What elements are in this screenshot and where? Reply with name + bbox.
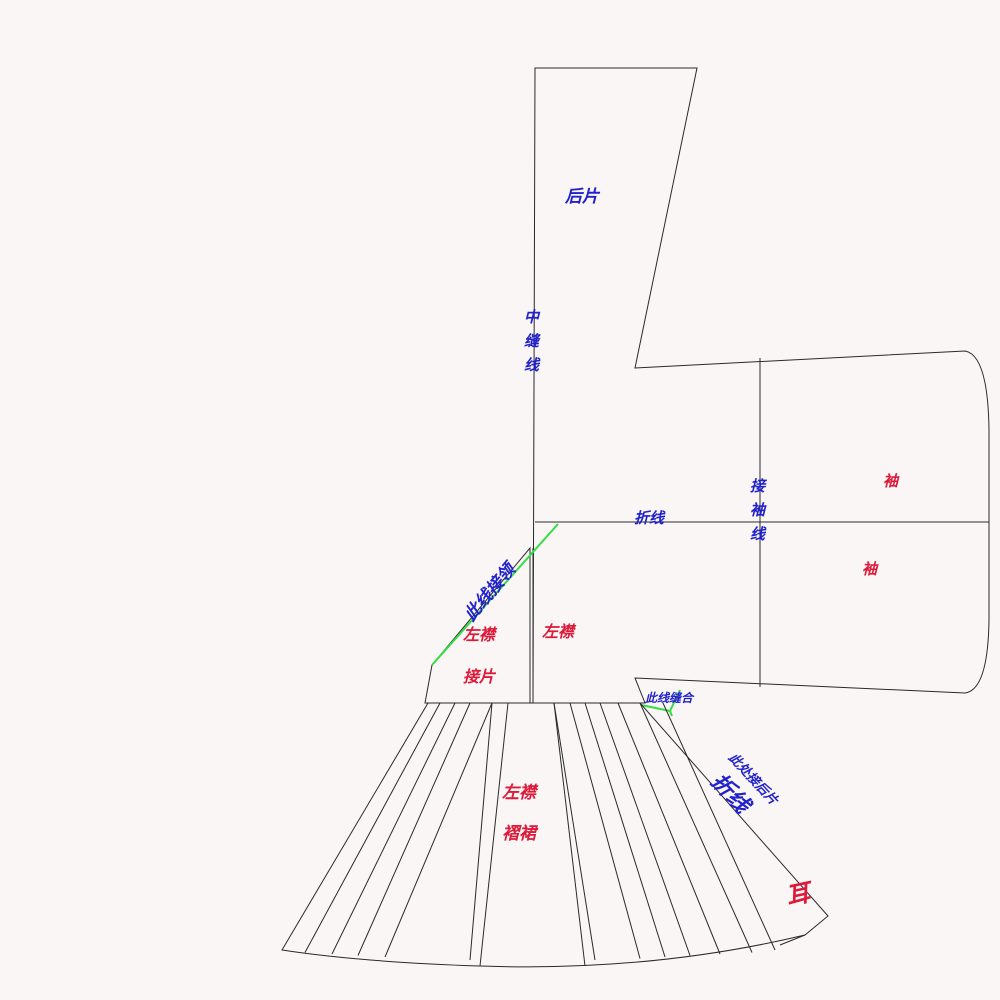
pleat-line: [599, 702, 691, 956]
sleeve-top-label: 袖: [883, 472, 900, 490]
fold-line-label: 折线: [634, 509, 666, 527]
pleat-line: [553, 702, 596, 961]
skirt-ear-line: [779, 934, 806, 946]
pleat-line: [469, 702, 493, 961]
sleeve-seam-label-3: 线: [750, 525, 767, 543]
pleat-line: [384, 702, 493, 958]
center-seam-label-3: 线: [524, 356, 541, 374]
left-lapel-small-label: 左襟: [463, 625, 498, 644]
skirt-pleats: [304, 702, 776, 967]
sew-line-label: 此线缝合: [645, 691, 695, 705]
back-panel-outline: [532, 67, 990, 704]
collar-join-line: [431, 523, 559, 666]
pleat-line: [357, 702, 471, 956]
center-seam-label-2: 缝: [524, 332, 541, 350]
collar-label: 此线接领: [461, 558, 522, 625]
pleat-line: [662, 702, 776, 951]
sleeve-seam-label-1: 接: [750, 477, 768, 495]
join-piece-label: 接片: [463, 667, 497, 686]
pleat-line: [584, 702, 666, 958]
sleeve-bottom-label: 袖: [862, 560, 879, 578]
pleat-line: [639, 702, 753, 953]
skirt-title-label: 左襟: [502, 783, 539, 803]
center-seam-label-1: 中: [524, 308, 541, 326]
skirt-sub-label: 褶裙: [502, 824, 539, 844]
back-panel-label: 后片: [564, 187, 601, 207]
skirt-outline: [281, 702, 829, 968]
ear-label: 耳: [783, 878, 816, 911]
pleat-line: [553, 702, 586, 967]
left-lapel-label: 左襟: [542, 622, 577, 641]
pleat-line: [617, 702, 721, 955]
pleat-line: [304, 702, 441, 953]
pleat-line: [479, 702, 509, 967]
sleeve-seam-label-2: 袖: [750, 501, 767, 519]
pleat-line: [331, 702, 456, 955]
sew-mark: [640, 689, 681, 717]
pleat-line: [569, 702, 641, 959]
